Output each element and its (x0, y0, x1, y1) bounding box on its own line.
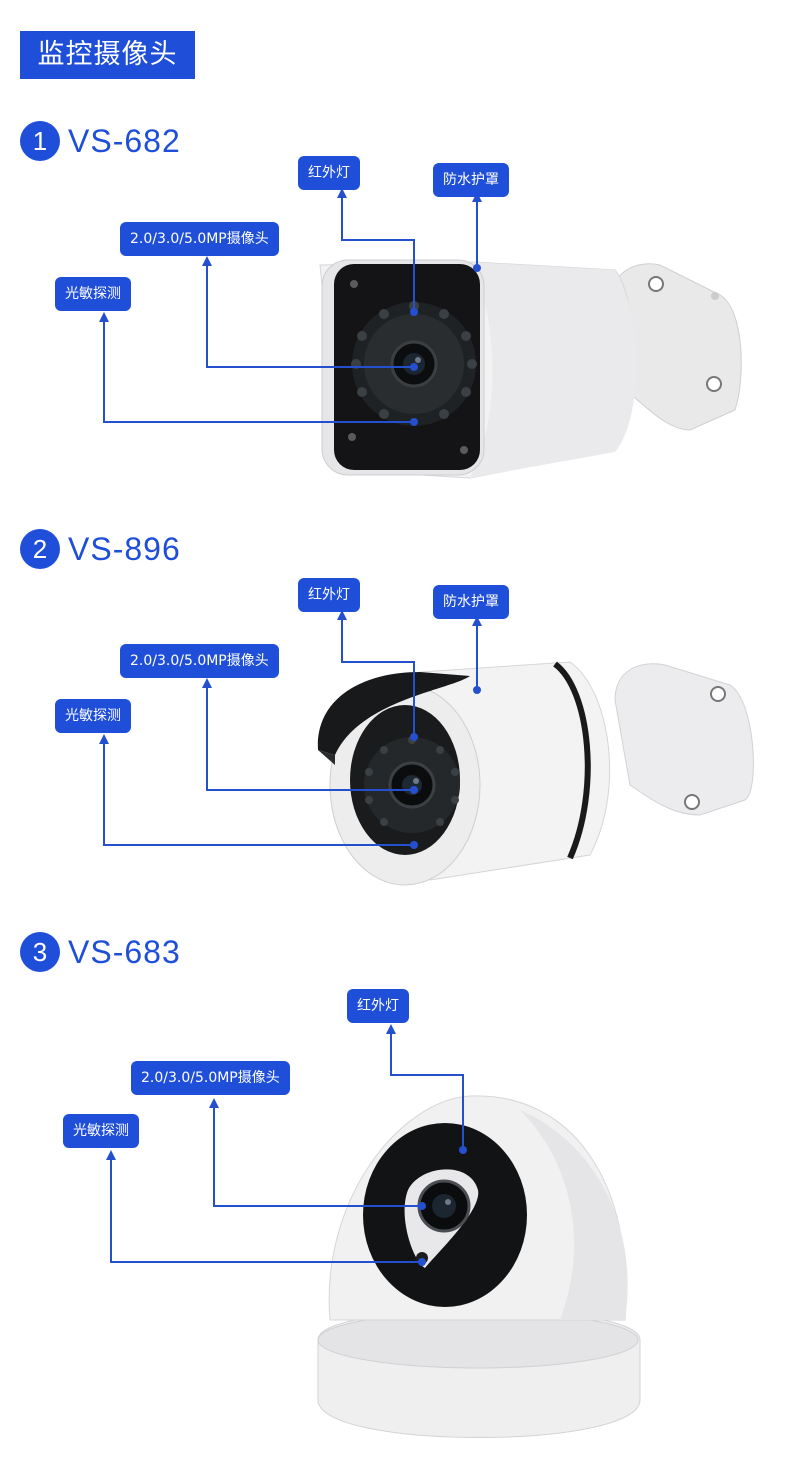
section-number-badge: 2 (20, 529, 60, 569)
label-waterproof-shield: 防水护罩 (433, 163, 509, 197)
product-model: VS-682 (68, 123, 181, 159)
page-title: 监控摄像头 (20, 31, 195, 79)
product-model: VS-896 (68, 531, 181, 567)
label-infrared-light: 红外灯 (347, 989, 409, 1023)
label-infrared-light: 红外灯 (298, 578, 360, 612)
section-number-badge: 3 (20, 932, 60, 972)
callout-lines (99, 610, 482, 849)
section-number-badge: 1 (20, 121, 60, 161)
callout-lines (99, 188, 482, 426)
label-light-sensor: 光敏探测 (55, 699, 131, 733)
label-light-sensor: 光敏探测 (55, 277, 131, 311)
label-waterproof-shield: 防水护罩 (433, 585, 509, 619)
label-camera-lens: 2.0/3.0/5.0MP摄像头 (131, 1061, 290, 1095)
label-light-sensor: 光敏探测 (63, 1114, 139, 1148)
label-camera-lens: 2.0/3.0/5.0MP摄像头 (120, 222, 279, 256)
label-camera-lens: 2.0/3.0/5.0MP摄像头 (120, 644, 279, 678)
label-infrared-light: 红外灯 (298, 156, 360, 190)
product-model: VS-683 (68, 934, 181, 970)
camera-illustration-bullet-hood (317, 661, 754, 886)
